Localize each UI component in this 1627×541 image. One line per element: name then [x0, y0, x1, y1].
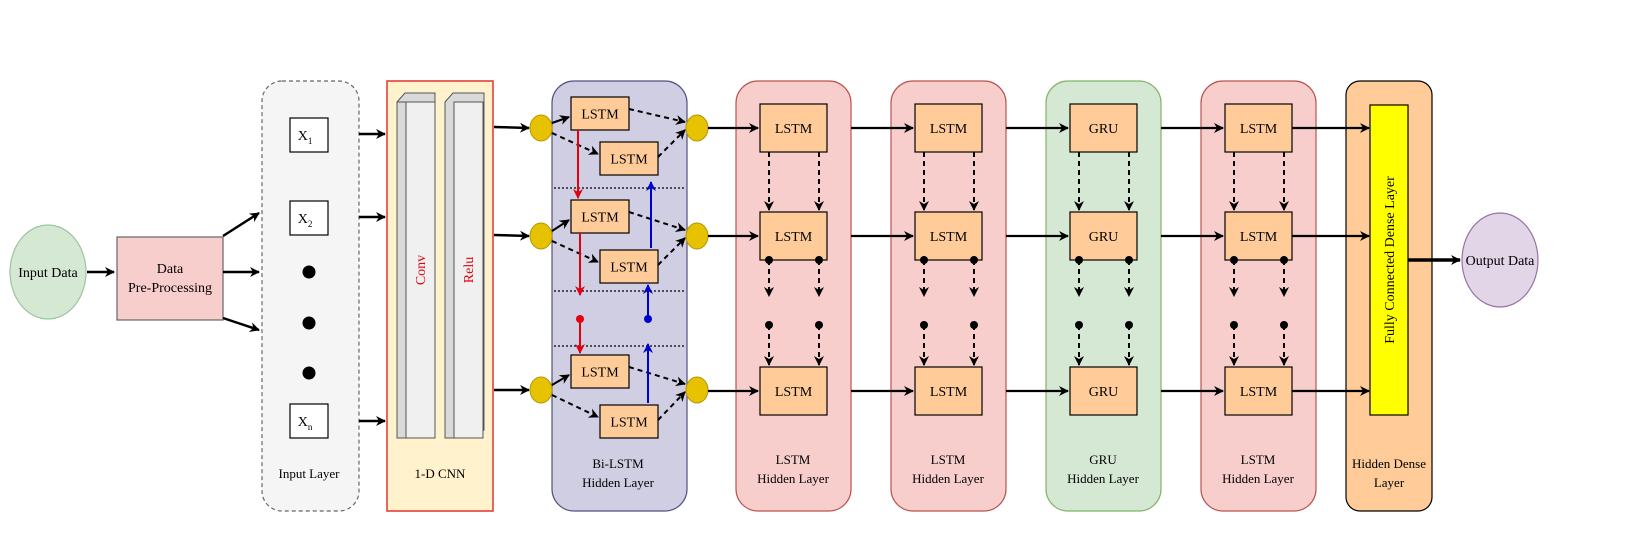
preprocessing-label-line2: Pre-Processing [128, 281, 212, 296]
hidden-layer-1-cell-label: LSTM [775, 230, 813, 245]
arrow [628, 211, 686, 233]
arrow [551, 374, 570, 386]
dense-caption-line1: Hidden Dense [1352, 456, 1426, 471]
input-x2-box [289, 200, 329, 236]
hidden-layer-1-caption-line1: LSTM [776, 452, 811, 467]
bilstm-input-node [529, 376, 553, 404]
preprocessing-label-line1: Data [157, 262, 184, 277]
hidden-layer-4-cell-box [1224, 366, 1293, 416]
bilstm-forward-cell-label: LSTM [581, 108, 619, 123]
bilstm-backward-cell-label: LSTM [610, 153, 648, 168]
conv-label: Conv [414, 255, 429, 285]
input-data-node: Input Data [9, 224, 87, 320]
hidden-layer-3-cell-box [1069, 211, 1138, 261]
relu-label: Relu [462, 257, 477, 283]
hidden-layer-4-cell-label: LSTM [1240, 230, 1278, 245]
cnn-block: Conv Relu 1-D CNN [386, 80, 494, 512]
hidden-layer-4-caption-line2: Hidden Layer [1222, 471, 1295, 486]
arrow [657, 391, 686, 421]
hidden-layer-4-cell-label: LSTM [1240, 385, 1278, 400]
bilstm-forward-cell-box [570, 354, 630, 389]
input-x1-label: X1 [298, 129, 313, 146]
ellipsis-dot [302, 265, 316, 279]
input-x2-label: X2 [298, 212, 313, 229]
hidden-layer-2-cell-box [914, 211, 983, 261]
bilstm-output-node [685, 222, 709, 250]
bilstm-backward-cell-label: LSTM [610, 416, 648, 431]
input-layer: X1 X2 Xn Input Layer [261, 80, 360, 512]
input-xn-label: Xn [298, 415, 313, 432]
hidden-layer-3-cell-box [1069, 103, 1138, 153]
hidden-layer-3-caption-line2: Hidden Layer [1067, 471, 1140, 486]
relu-layer: Relu [444, 92, 485, 439]
preprocessing-node: Data Pre-Processing [116, 236, 224, 321]
bilstm-input-node [529, 114, 553, 142]
hidden-layer-2-cell-box [914, 103, 983, 153]
input-xn-box [289, 403, 329, 439]
hidden-layer-2-cell-label: LSTM [930, 385, 968, 400]
dense-caption-line2: Layer [1374, 475, 1405, 490]
arrow [657, 129, 686, 158]
hidden-layer-3-cell-label: GRU [1089, 230, 1119, 245]
hidden-layer-1-caption-line2: Hidden Layer [757, 471, 830, 486]
input-data-label: Input Data [18, 266, 78, 281]
bilstm-input-node [529, 222, 553, 250]
output-data-node: Output Data [1461, 212, 1539, 308]
fully-connected-label: Fully Connected Dense Layer [1383, 176, 1398, 344]
output-data-label: Output Data [1466, 254, 1536, 269]
dense-block: Fully Connected Dense Layer Hidden Dense… [1345, 80, 1433, 512]
bilstm-forward-cell-box [570, 96, 630, 131]
hidden-layer-2-cell-label: LSTM [930, 122, 968, 137]
hidden-layer-4-cell-box [1224, 211, 1293, 261]
bilstm-backward-cell-box [599, 141, 659, 176]
bilstm-output-node [685, 114, 709, 142]
hidden-layer-2-cell-label: LSTM [930, 230, 968, 245]
hidden-layer-3-caption-line1: GRU [1089, 452, 1117, 467]
bilstm-output-node [685, 376, 709, 404]
hidden-layer-2-caption-line2: Hidden Layer [912, 471, 985, 486]
hidden-layer-4-caption-line1: LSTM [1241, 452, 1276, 467]
bilstm-caption-line1: Bi-LSTM [592, 456, 644, 471]
conv-layer: Conv [396, 92, 436, 439]
arrow [657, 237, 686, 266]
hidden-layer-1-cell-box [759, 211, 828, 261]
bilstm-backward-cell-label: LSTM [610, 261, 648, 276]
hidden-layer-3-cell-label: GRU [1089, 385, 1119, 400]
arrow [628, 108, 686, 125]
hidden-layer-cells: LSTM LSTM LSTM LSTM LSTM LSTM LSTM Hidden Layer… [529, 80, 1370, 512]
bilstm-backward-cell-box [599, 404, 659, 439]
hidden-layer-4-cell-label: LSTM [1240, 122, 1278, 137]
bilstm-forward-cell-label: LSTM [581, 211, 619, 226]
input-x1-box [289, 117, 329, 153]
hidden-layer-1-cell-box [759, 103, 828, 153]
input-layer-caption: Input Layer [278, 466, 340, 481]
hidden-layer-1-cell-label: LSTM [775, 122, 813, 137]
hidden-layer-3-cell-label: GRU [1089, 122, 1119, 137]
arrow [628, 366, 686, 387]
hidden-layer-1-cell-box [759, 366, 828, 416]
ellipsis-dot [302, 366, 316, 380]
hidden-layer-2-caption-line1: LSTM [931, 452, 966, 467]
hidden-layer-4-cell-box [1224, 103, 1293, 153]
ellipsis-dot [302, 316, 316, 330]
hidden-layer-3-cell-box [1069, 366, 1138, 416]
cnn-caption: 1-D CNN [415, 466, 467, 481]
fully-connected-bar [1369, 104, 1409, 416]
bilstm-backward-cell-box [599, 249, 659, 284]
bilstm-forward-cell-box [570, 199, 630, 234]
arrow [551, 219, 570, 232]
arrow [551, 115, 570, 125]
bilstm-caption-line2: Hidden Layer [582, 475, 655, 490]
hidden-layer-2-cell-box [914, 366, 983, 416]
hidden-layer-1-cell-label: LSTM [775, 385, 813, 400]
bilstm-forward-cell-label: LSTM [581, 366, 619, 381]
connector-arrows [87, 122, 1461, 426]
